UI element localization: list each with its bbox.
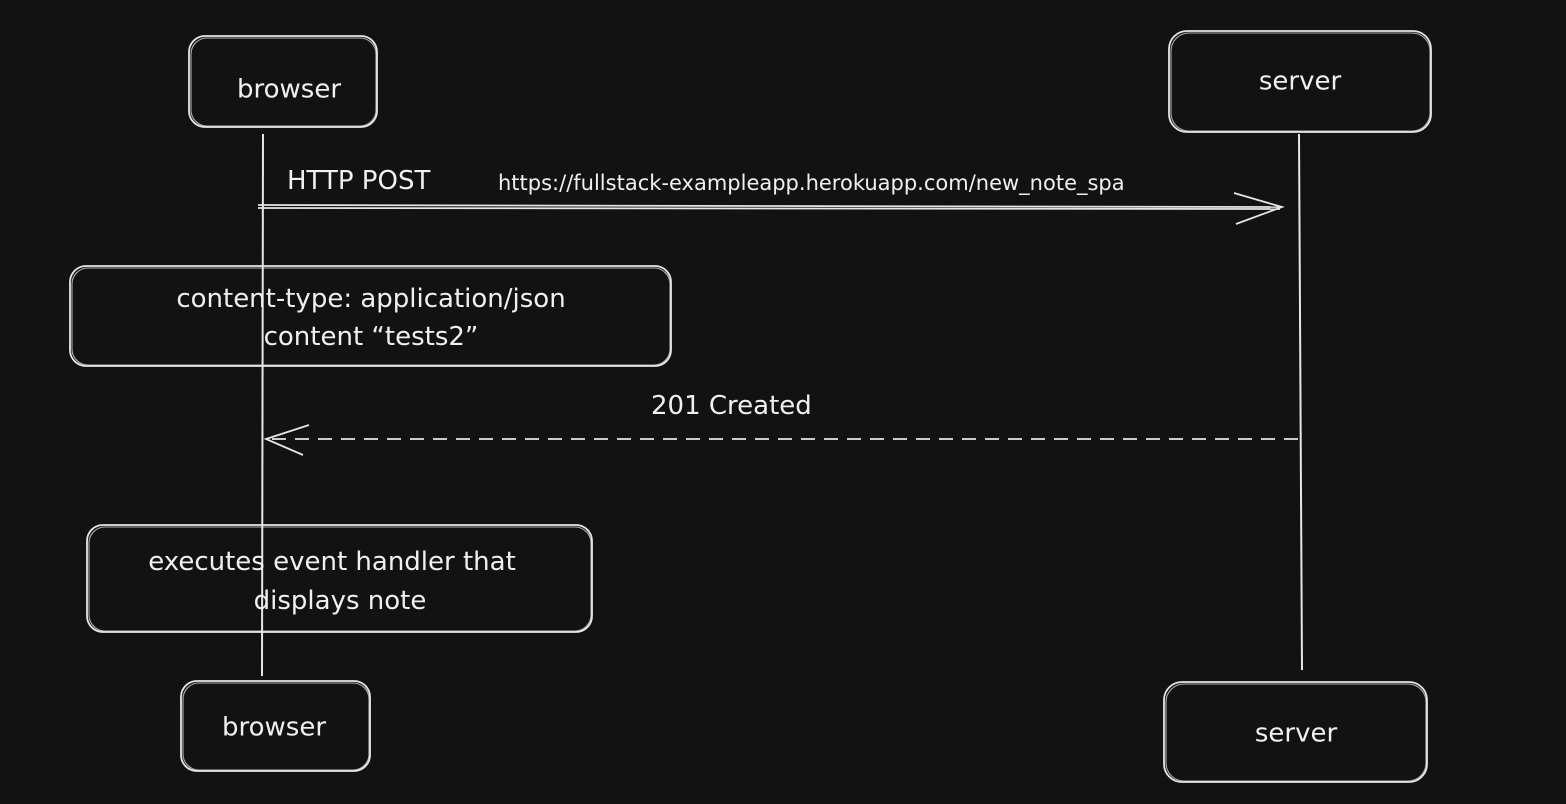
response-arrowhead <box>263 424 310 456</box>
request-method: HTTP POST <box>287 166 430 196</box>
participant-label: server <box>1255 719 1338 749</box>
participant-label: server <box>1259 67 1342 97</box>
request-arrow-line <box>257 204 1283 208</box>
note-payload-line2: content “tests2” <box>264 322 479 352</box>
request-url: https://fullstack-exampleapp.herokuapp.c… <box>498 171 1125 196</box>
message-response: 201 Created <box>263 391 1298 456</box>
note-handler <box>86 524 593 633</box>
server-lifeline <box>1298 133 1303 671</box>
note-handler-line1: executes event handler that <box>148 547 516 577</box>
participant-label: browser <box>222 713 326 743</box>
participant-browser-bottom: browser <box>180 680 371 772</box>
message-request: HTTP POST https://fullstack-exampleapp.h… <box>257 166 1285 225</box>
note-payload <box>69 265 672 367</box>
note-handler-line2: displays note <box>254 586 427 616</box>
response-label: 201 Created <box>651 391 812 421</box>
participant-label: browser <box>237 75 341 105</box>
participant-server-bottom: server <box>1163 681 1428 783</box>
note-payload-line1: content-type: application/json <box>176 284 565 314</box>
participant-server-top: server <box>1168 30 1432 133</box>
request-arrowhead <box>1233 192 1285 225</box>
browser-lifeline <box>261 133 264 677</box>
participant-browser-top: browser <box>188 35 378 128</box>
